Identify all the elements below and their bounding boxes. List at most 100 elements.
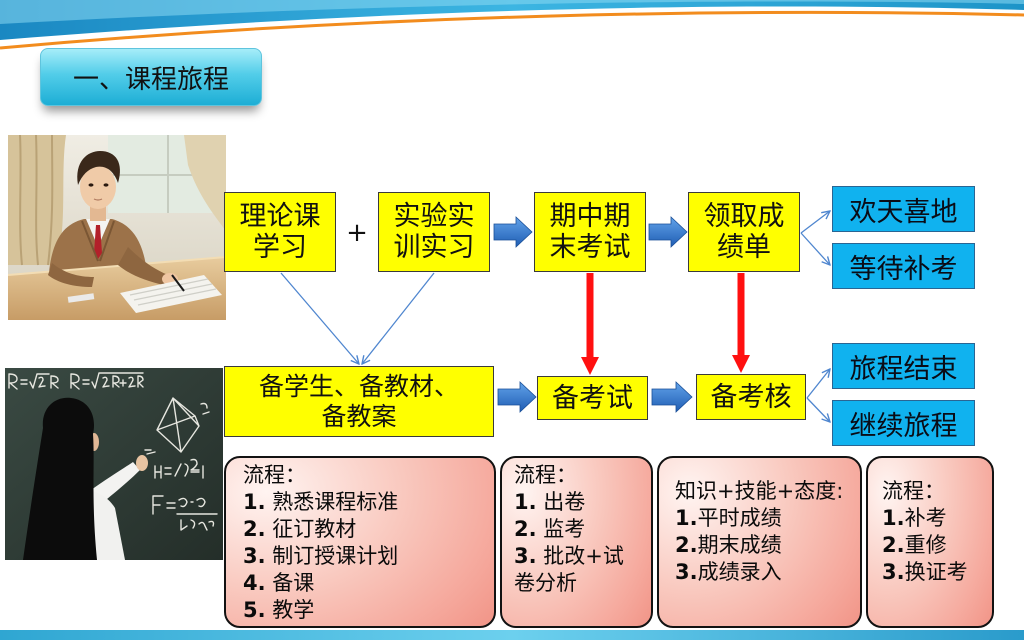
header-orange-line	[0, 10, 1024, 50]
branch-arrow-report-to-happy	[800, 211, 830, 234]
item-number: 1.	[882, 506, 905, 530]
item-text: 批改+试	[536, 544, 624, 568]
item-number: 2.	[514, 517, 537, 541]
card-item: 3.换证考	[882, 559, 992, 586]
item-number: 1.	[243, 490, 266, 514]
slide-title-box: 一、课程旅程	[40, 48, 262, 106]
item-number: 3.	[882, 560, 905, 584]
red-arrow-exams-to-prepare-exam	[581, 273, 599, 375]
box-label: 理论课 学习	[239, 201, 321, 263]
item-text: 制订授课计划	[265, 544, 399, 568]
curtains	[8, 135, 226, 266]
chalk-writing	[8, 372, 218, 531]
teacher-photo	[5, 368, 223, 560]
connector-practice-to-prepare	[362, 272, 435, 364]
item-text: 补考	[904, 506, 947, 530]
card-heading: 流程：	[882, 479, 945, 503]
item-text: 换证考	[904, 560, 968, 584]
box-outcome-await-retake: 等待补考	[832, 243, 975, 289]
item-number: 1.	[675, 506, 698, 530]
box-outcome-happy: 欢天喜地	[832, 186, 975, 232]
card-item: 3. 批改+试	[514, 543, 651, 570]
card-item: 3. 制订授课计划	[243, 543, 494, 570]
block-arrow-prepare-exam-to-assessment	[651, 381, 693, 413]
item-text: 成绩录入	[697, 560, 782, 584]
item-number: 3.	[243, 544, 266, 568]
card-item: 4. 备课	[243, 570, 494, 597]
box-label: 备学生、备教材、 备教案	[258, 371, 459, 431]
item-number: 5.	[243, 598, 266, 622]
box-prepare-assessment: 备考核	[696, 374, 806, 420]
slide-title: 一、课程旅程	[72, 64, 229, 95]
student-figure	[48, 151, 148, 285]
item-number: 1.	[514, 490, 537, 514]
card-item: 2. 征订教材	[243, 516, 494, 543]
box-practice-training: 实验实 训实习	[378, 192, 490, 272]
box-prepare-exam: 备考试	[537, 376, 648, 420]
book	[120, 274, 222, 313]
card-teaching-process: 流程： 1. 熟悉课程标准 2. 征订教材 3. 制订授课计划 4. 备课 5.…	[224, 456, 496, 628]
card-item: 3.成绩录入	[675, 559, 860, 586]
item-number: 4.	[243, 571, 266, 595]
teacher-figure	[23, 397, 148, 560]
item-text: 监考	[536, 517, 586, 541]
block-arrow-practice-to-exams	[493, 216, 533, 248]
box-label: 旅程结束	[849, 353, 958, 385]
card-item: 2.重修	[882, 532, 992, 559]
branch-arrow-assessment-to-end	[806, 369, 830, 399]
card-heading: 知识+技能+态度:	[675, 479, 844, 503]
card-item: 2.期末成绩	[675, 532, 860, 559]
card-retake-process: 流程： 1.补考 2.重修 3.换证考	[866, 456, 994, 628]
item-text: 平时成绩	[697, 506, 782, 530]
box-label: 期中期 末考试	[549, 201, 631, 263]
card-item: 5. 教学	[243, 597, 494, 624]
item-text: 期末成绩	[697, 533, 782, 557]
box-label: 继续旅程	[849, 410, 958, 442]
red-arrow-report-to-assessment	[732, 273, 750, 373]
item-text: 卷分析	[514, 571, 577, 595]
item-number: 3.	[675, 560, 698, 584]
item-number: 3.	[514, 544, 537, 568]
item-text: 备课	[265, 571, 315, 595]
student-photo	[8, 135, 226, 320]
item-number: 2.	[675, 533, 698, 557]
box-label: 实验实 训实习	[393, 201, 475, 263]
footer-band	[0, 630, 1024, 640]
box-label: 备考核	[710, 381, 792, 413]
card-heading: 流程：	[243, 463, 306, 487]
card-assessment-components: 知识+技能+态度: 1.平时成绩 2.期末成绩 3.成绩录入	[657, 456, 862, 628]
connector-theory-to-prepare	[280, 272, 359, 364]
box-outcome-journey-continue: 继续旅程	[832, 400, 975, 446]
item-text: 重修	[904, 533, 947, 557]
card-item: 2. 监考	[514, 516, 651, 543]
card-item: 1.补考	[882, 505, 992, 532]
item-text: 出卷	[536, 490, 586, 514]
box-label: 领取成 绩单	[703, 201, 785, 263]
card-heading: 流程：	[514, 463, 577, 487]
item-text: 熟悉课程标准	[265, 490, 399, 514]
card-exam-process: 流程： 1. 出卷 2. 监考 3. 批改+试 卷分析	[500, 456, 653, 628]
box-label: 备考试	[552, 382, 633, 414]
item-text: 征订教材	[265, 517, 357, 541]
box-theory-study: 理论课 学习	[224, 192, 336, 272]
header-decoration	[0, 0, 1024, 60]
item-number: 2.	[882, 533, 905, 557]
box-midterm-final-exams: 期中期 末考试	[534, 192, 646, 272]
box-receive-report: 领取成 绩单	[688, 192, 800, 272]
card-item: 1.平时成绩	[675, 505, 860, 532]
card-item: 1. 熟悉课程标准	[243, 489, 494, 516]
item-text: 教学	[265, 598, 315, 622]
box-label: 等待补考	[849, 253, 958, 285]
box-outcome-journey-end: 旅程结束	[832, 343, 975, 389]
header-highlight	[0, 0, 1024, 24]
box-label: 欢天喜地	[849, 196, 958, 228]
branch-arrow-assessment-to-continue	[806, 397, 830, 422]
box-prepare-students-materials-plans: 备学生、备教材、 备教案	[224, 366, 494, 437]
card-item: 1. 出卷	[514, 489, 651, 516]
block-arrow-prepare-to-prepare-exam	[497, 381, 537, 413]
block-arrow-exams-to-report	[648, 216, 688, 248]
plus-sign: +	[346, 218, 368, 248]
item-number: 2.	[243, 517, 266, 541]
card-item-continuation: 卷分析	[514, 570, 651, 597]
branch-arrow-report-to-retake	[800, 232, 830, 265]
